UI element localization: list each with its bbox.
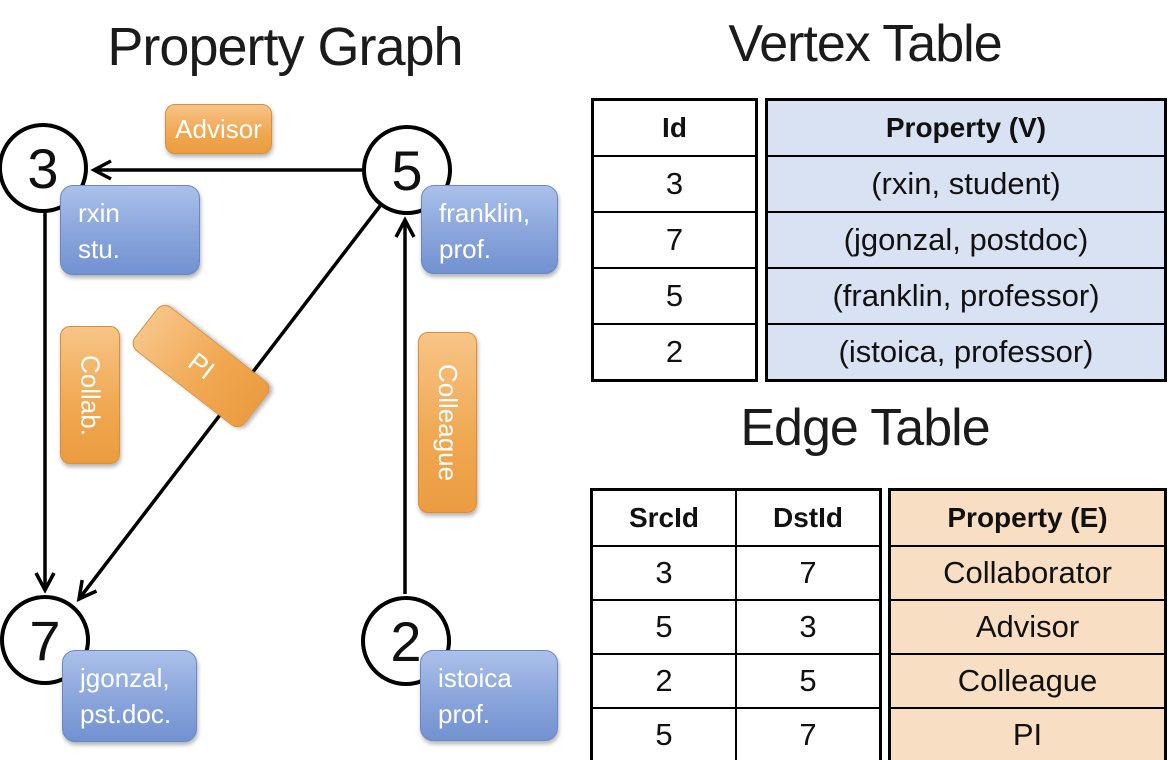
edge-dstid-cell: 7 — [735, 547, 879, 599]
vertex-id-cell: 7 — [594, 211, 755, 267]
vertex-prop-istoica-line1: istoica — [438, 663, 512, 693]
node-2-id: 2 — [390, 609, 422, 673]
edge-property-cell: PI — [891, 707, 1164, 760]
edge-table-id-columns: SrcId DstId 3 7 5 3 2 5 5 7 — [590, 488, 882, 760]
vertex-id-header: Id — [662, 112, 687, 143]
edge-property-cell: Colleague — [891, 653, 1164, 707]
graph-node-2: 2 — [361, 596, 451, 686]
vertex-prop-box-jgonzal: jgonzal, pst.doc. — [62, 650, 197, 742]
vertex-table-title: Vertex Table — [728, 15, 1002, 73]
node-7-id: 7 — [29, 608, 61, 672]
vertex-prop-istoica-line2: prof. — [438, 699, 491, 729]
edge-dstid-cell: 3 — [735, 601, 879, 653]
vertex-prop-box-istoica: istoica prof. — [420, 650, 558, 741]
vertex-id-cell: 5 — [594, 267, 755, 323]
vertex-prop-franklin-line2: prof. — [439, 234, 492, 264]
vertex-prop-rxin-line2: stu. — [78, 234, 120, 264]
vertex-prop-rxin-line1: rxin — [78, 198, 120, 228]
vertex-prop-jgonzal-line2: pst.doc. — [80, 699, 172, 729]
vertex-id-cell: 2 — [594, 323, 755, 379]
node-5-id: 5 — [391, 138, 423, 202]
edge-property-header: Property (E) — [947, 502, 1108, 533]
edge-table-property-column: Property (E) Collaborator Advisor Collea… — [888, 488, 1167, 760]
property-graph-title: Property Graph — [107, 17, 463, 77]
vertex-id-cell: 3 — [594, 155, 755, 211]
vertex-prop-box-franklin: franklin, prof. — [421, 185, 558, 274]
edge-table-row: 5 7 — [593, 707, 879, 760]
edge-property-cell: Advisor — [891, 599, 1164, 653]
vertex-prop-box-rxin: rxin stu. — [60, 185, 200, 275]
vertex-prop-jgonzal-line1: jgonzal, — [80, 663, 170, 693]
vertex-prop-franklin-line1: franklin, — [439, 198, 531, 228]
edge-table-row: 3 7 — [593, 545, 879, 599]
vertex-property-cell: (rxin, student) — [768, 155, 1164, 211]
edge-table-row: 2 5 — [593, 653, 879, 707]
vertex-property-cell: (istoica, professor) — [768, 323, 1164, 379]
edge-dstid-cell: 5 — [735, 655, 879, 707]
vertex-property-cell: (jgonzal, postdoc) — [768, 211, 1164, 267]
vertex-property-cell: (franklin, professor) — [768, 267, 1164, 323]
vertex-property-header: Property (V) — [885, 112, 1047, 143]
vertex-table-id-column: Id 3 7 5 2 — [591, 98, 758, 382]
edge-dstid-header: DstId — [735, 491, 879, 545]
edge-srcid-cell: 5 — [655, 609, 673, 644]
edge-srcid-cell: 2 — [655, 663, 673, 698]
vertex-table-property-column: Property (V) (rxin, student) (jgonzal, p… — [765, 98, 1167, 382]
edge-table-row: 5 3 — [593, 599, 879, 653]
edge-srcid-header: SrcId — [628, 502, 700, 533]
edge-dstid-cell: 7 — [735, 709, 879, 760]
edge-srcid-cell: 3 — [655, 555, 673, 590]
edge-label-colleague: Colleague — [418, 332, 477, 513]
edge-table-title: Edge Table — [740, 399, 990, 457]
edge-srcid-cell: 5 — [655, 717, 673, 752]
edge-label-collab: Collab. — [60, 326, 120, 464]
node-3-id: 3 — [27, 136, 59, 200]
edge-label-advisor: Advisor — [165, 104, 272, 154]
edge-property-cell: Collaborator — [891, 545, 1164, 599]
graph-node-5: 5 — [362, 125, 452, 215]
